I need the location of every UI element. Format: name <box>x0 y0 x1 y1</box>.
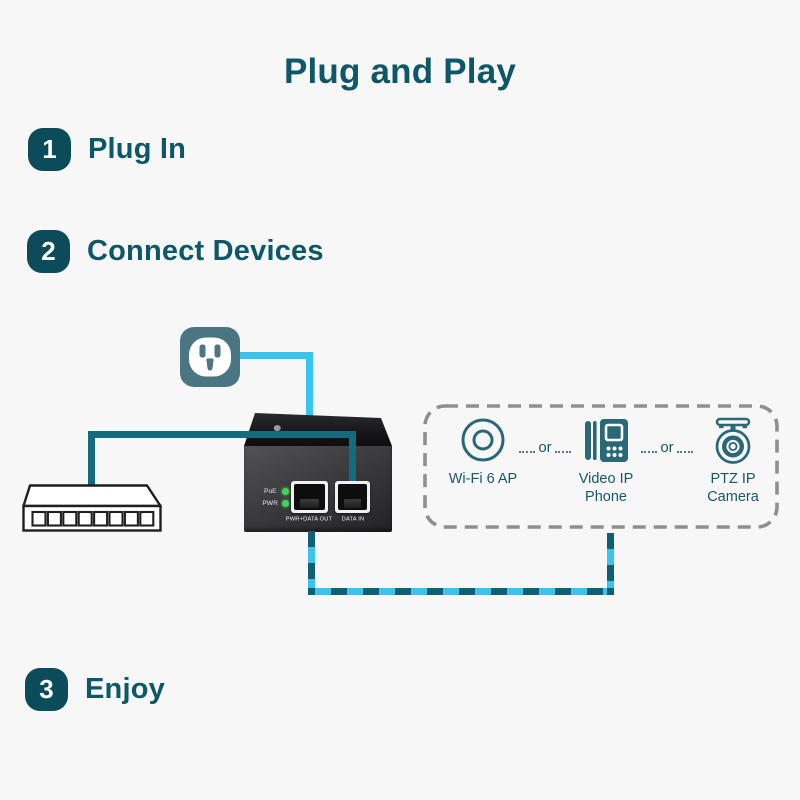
video-ip-phone-label: Video IP Phone <box>578 471 634 505</box>
or-separator-1: or <box>519 440 571 455</box>
step-3-label: Enjoy <box>85 673 165 705</box>
power-outlet-icon <box>180 327 240 387</box>
pwr-led: PWR <box>262 500 289 507</box>
poe-cable-corner-left <box>308 588 315 595</box>
ptz-camera-option: PTZ IP Camera <box>683 417 783 506</box>
wifi-6-ap-icon <box>461 418 505 462</box>
ptz-ip-camera-icon <box>715 417 751 464</box>
poe-cable-horizontal <box>315 588 607 595</box>
data-in-port-label: DATA IN <box>341 516 365 523</box>
poe-led-icon <box>282 488 289 495</box>
dotted-leader <box>641 451 658 453</box>
poe-cable-left-vertical <box>308 531 315 588</box>
switch-cable-vertical <box>88 433 95 485</box>
injector-top-face <box>244 413 392 446</box>
step-1-badge: 1 <box>28 128 71 171</box>
dotted-leader <box>676 451 693 453</box>
step-1: 1 Plug In <box>28 128 186 171</box>
switch-cable-horizontal <box>88 431 356 438</box>
pwr-led-icon <box>282 500 289 507</box>
dotted-leader <box>554 451 571 453</box>
wifi-ap-option: Wi-Fi 6 AP <box>433 417 533 488</box>
or-separator-2: or <box>641 440 693 455</box>
injector-front-face: PoE PWR PWR+DATA OUT DATA IN <box>244 446 392 532</box>
step-1-label: Plug In <box>88 133 187 165</box>
network-switch-icon <box>22 484 162 532</box>
pwr-data-out-port <box>291 481 328 513</box>
step-3-badge: 3 <box>25 668 68 711</box>
video-ip-phone-icon <box>585 419 628 462</box>
power-cable-horizontal <box>238 352 313 359</box>
pwr-data-out-port-label: PWR+DATA OUT <box>285 516 333 523</box>
poe-injector: PoE PWR PWR+DATA OUT DATA IN <box>244 412 392 532</box>
poe-led-label: PoE <box>264 488 277 495</box>
ptz-camera-label: PTZ IP Camera <box>707 471 759 505</box>
step-2-badge: 2 <box>27 230 70 273</box>
step-2: 2 Connect Devices <box>27 230 324 273</box>
page-title: Plug and Play <box>283 52 517 91</box>
poe-led: PoE <box>262 488 289 495</box>
step-2-label: Connect Devices <box>87 235 324 267</box>
data-in-port <box>335 481 370 513</box>
dotted-leader <box>519 451 536 453</box>
video-ip-phone-option: Video IP Phone <box>556 417 656 506</box>
wifi-ap-label: Wi-Fi 6 AP <box>448 471 518 487</box>
step-3: 3 Enjoy <box>25 668 165 711</box>
poe-cable-right-vertical <box>607 533 614 588</box>
pwr-led-label: PWR <box>262 500 278 507</box>
powered-devices-box: Wi-Fi 6 AP or Video IP Phone <box>423 404 779 529</box>
data-in-cable-drop <box>349 431 356 481</box>
power-cable-vertical <box>306 352 313 424</box>
poe-cable-corner-right <box>607 588 614 595</box>
